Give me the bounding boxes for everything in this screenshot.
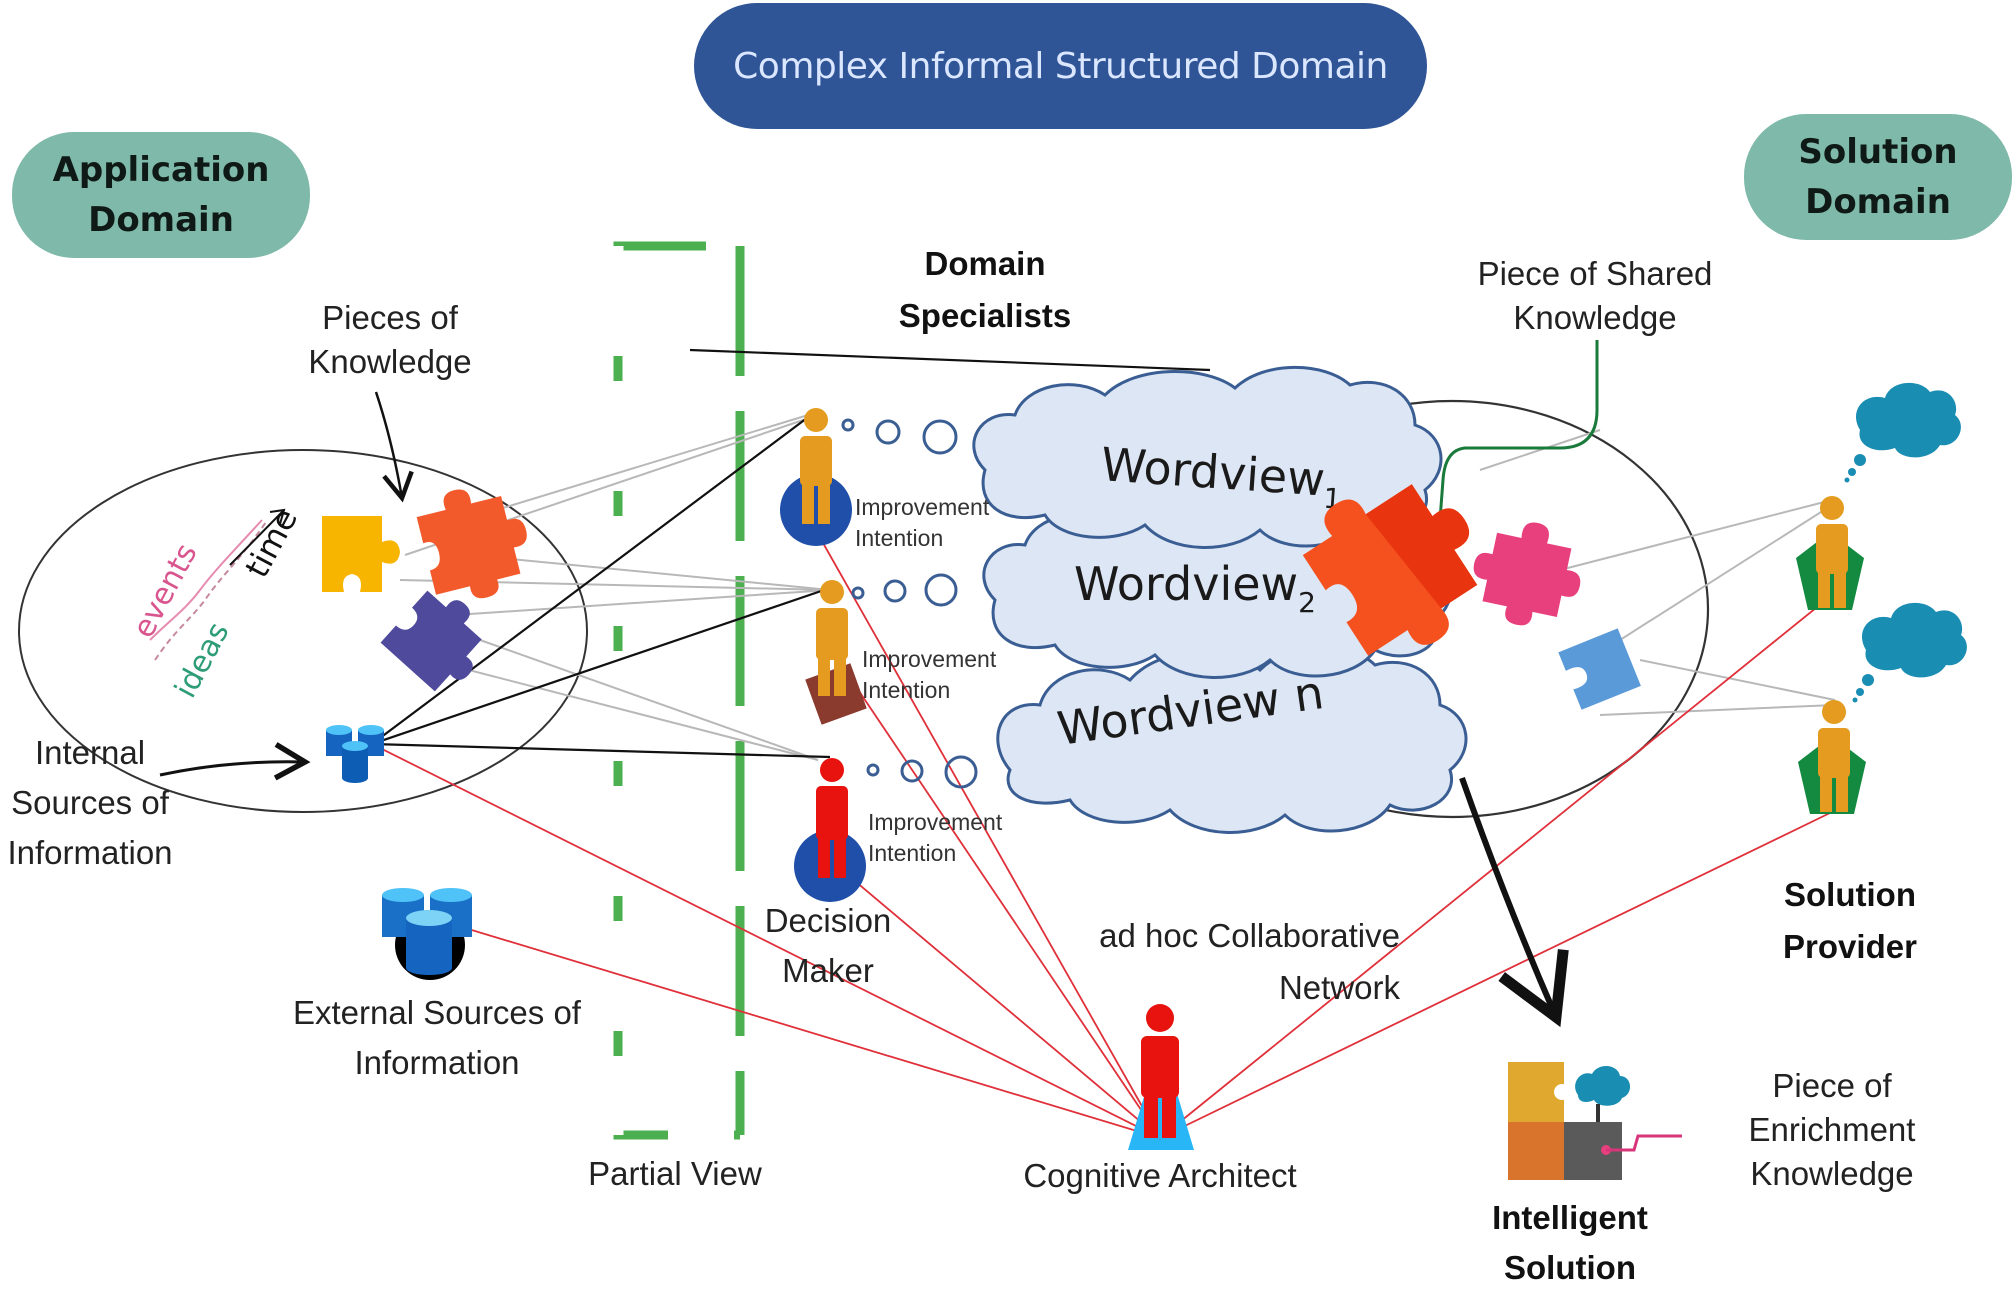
- gray-links: [399, 411, 1836, 761]
- solution-provider-2-figure: [1798, 700, 1866, 814]
- application-domain-pill: Application Domain: [12, 132, 310, 258]
- internal-database-icon: [326, 725, 384, 783]
- puzzle-piece-yellow-icon: [322, 516, 400, 592]
- intelligent-solution-icon: [1508, 1062, 1631, 1180]
- events-word: events: [126, 538, 204, 644]
- specialist-2-figure: [805, 580, 867, 725]
- cognitive-architect-figure: [1128, 1004, 1194, 1150]
- external-database-icon: [382, 888, 472, 980]
- intelligent-solution-label: Intelligent Solution: [1492, 1199, 1648, 1286]
- black-links: [371, 348, 1211, 759]
- internal-sources-label: Internal Sources of Information: [7, 734, 173, 871]
- worldview-2-label: Wordview2: [1074, 557, 1316, 619]
- puzzle-piece-orange-icon: [416, 489, 527, 599]
- timeline-swirl-icon: [149, 508, 286, 661]
- cognitive-architect-label: Cognitive Architect: [1023, 1157, 1297, 1194]
- solution-provider-1-figure: [1796, 496, 1864, 610]
- specialist-1-figure: [780, 408, 852, 546]
- solution-arrow: [1459, 777, 1569, 1028]
- enrichment-connector: [1606, 1134, 1682, 1152]
- partial-view-bracket: [612, 241, 745, 1140]
- thought-bubbles: [841, 418, 978, 789]
- thought-cloud-provider-1-icon: [1844, 382, 1961, 483]
- pieces-of-knowledge-label: Pieces of Knowledge: [308, 299, 472, 380]
- title-pill: Complex Informal Structured Domain: [694, 3, 1427, 129]
- decision-maker-label: Decision Maker: [764, 902, 892, 989]
- application-ellipse: [18, 449, 588, 813]
- thought-cloud-provider-2-icon: [1852, 602, 1967, 703]
- puzzle-piece-purple-icon: [380, 590, 482, 692]
- puzzle-piece-pink-icon: [1473, 522, 1581, 626]
- worldview-cloud-3: [996, 645, 1468, 834]
- time-word: time: [238, 502, 305, 584]
- solution-domain-pill: Solution Domain: [1744, 114, 2012, 240]
- ideas-word: ideas: [168, 617, 236, 704]
- worldview-cloud-1: [972, 365, 1443, 549]
- shared-knowledge-puzzle-icon: [1302, 484, 1478, 656]
- solution-provider-label: Solution Provider: [1783, 876, 1917, 965]
- decision-maker-figure: [794, 758, 866, 902]
- specialist-3-intention-label: Improvement Intention: [868, 809, 1003, 866]
- specialist-2-intention-label: Improvement Intention: [862, 646, 997, 703]
- external-sources-label: External Sources of Information: [293, 994, 581, 1081]
- domain-specialists-label: Domain Specialists: [898, 245, 1072, 334]
- red-links: [371, 519, 1833, 1139]
- puzzle-piece-blue-icon: [1558, 628, 1641, 710]
- collab-network-label: ad hoc Collaborative Network: [1099, 917, 1400, 1006]
- pieces-arrow: [374, 391, 414, 503]
- internal-sources-arrow: [159, 742, 311, 781]
- partial-view-label: Partial View: [588, 1155, 762, 1192]
- piece-shared-knowledge-label: Piece of Shared Knowledge: [1477, 255, 1713, 336]
- piece-enrichment-label: Piece of Enrichment Knowledge: [1748, 1067, 1916, 1192]
- specialist-1-intention-label: Improvement Intention: [855, 494, 990, 551]
